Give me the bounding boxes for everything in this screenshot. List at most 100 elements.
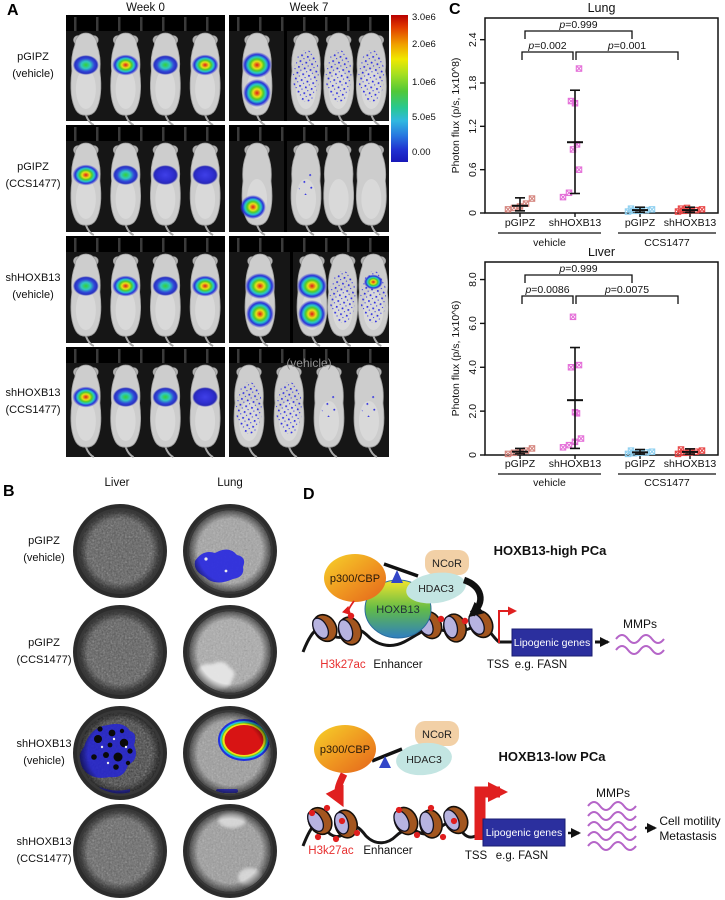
mouse xyxy=(189,142,221,236)
panel-a-week0-header: Week 0 xyxy=(126,2,165,14)
p-value-label: p=0.0075 xyxy=(604,284,649,296)
bioluminescence-signal xyxy=(72,164,100,186)
mouse xyxy=(189,32,221,126)
data-point xyxy=(567,364,575,371)
bioluminescence-signal xyxy=(152,165,179,185)
data-point xyxy=(559,193,567,201)
row-label-line: (vehicle) xyxy=(23,552,65,564)
row-label-line: (CCS1477) xyxy=(5,404,61,416)
p-value-label: p=0.999 xyxy=(558,19,597,31)
bioluminescence-signal xyxy=(358,50,385,102)
panel-c-label: C xyxy=(449,1,461,18)
organ-dish-image xyxy=(183,706,277,800)
row-label-line: (CCS1477) xyxy=(16,853,72,865)
panel-a-week7-header: Week 7 xyxy=(289,2,329,14)
bioluminescence-signal xyxy=(72,276,99,296)
error-bar xyxy=(512,447,528,455)
h3k27ac-mark xyxy=(347,612,355,620)
enhancer-label: Enhancer xyxy=(373,659,422,671)
y-tick-label: 8.0 xyxy=(467,272,479,287)
bioluminescence-signal xyxy=(361,393,377,417)
hoxb13-node-label: HOXB13 xyxy=(376,604,419,616)
p-value-label: p=0.0086 xyxy=(524,284,569,296)
mouse-bioluminescence-images xyxy=(66,15,389,458)
error-bar xyxy=(567,346,583,450)
condition-label: vehicle xyxy=(533,237,566,248)
mouse xyxy=(110,364,141,458)
significance-bracket xyxy=(524,274,633,283)
ncor-label: NCoR xyxy=(422,729,452,741)
h3k27ac-label: H3k27ac xyxy=(320,659,366,671)
bioluminescence-signal xyxy=(191,54,219,76)
chart-title: Lung xyxy=(588,1,616,15)
row-label-line: (CCS1477) xyxy=(16,654,72,666)
mouse xyxy=(273,364,305,458)
row-label-line: (vehicle) xyxy=(12,289,54,301)
panel-b-label: B xyxy=(3,483,15,500)
y-tick-label: 0 xyxy=(467,210,479,216)
organ-dish-image xyxy=(73,504,167,598)
nucleosome xyxy=(440,610,470,646)
data-point xyxy=(575,65,583,72)
bioluminescence-signal xyxy=(112,275,140,297)
nucleosome xyxy=(307,609,343,647)
plot-box xyxy=(484,17,719,214)
data-point xyxy=(575,166,583,173)
x-tick-label: pGIPZ xyxy=(625,458,656,470)
row-label-line: pGIPZ xyxy=(17,161,49,173)
bioluminescence-signal xyxy=(192,165,219,185)
mouse-image-panel xyxy=(229,125,389,236)
colorbar-tick: 0.00 xyxy=(412,147,431,158)
balance-fulcrum-icon xyxy=(379,756,391,768)
bioluminescence-signal xyxy=(152,55,179,75)
mouse xyxy=(150,142,181,236)
data-point xyxy=(698,447,706,454)
organ-dish-image xyxy=(73,706,167,800)
hoxb13-low-title: HOXB13-low PCa xyxy=(499,749,607,764)
x-tick-label: pGIPZ xyxy=(625,217,656,229)
bioluminescence-signal xyxy=(152,387,179,407)
data-point xyxy=(504,450,512,458)
hdac3-node xyxy=(406,572,466,604)
y-tick-label: 0.6 xyxy=(467,162,479,177)
repression-arrow xyxy=(462,576,485,618)
panel-a-row-label-3: shHOXB13 (vehicle) xyxy=(0,270,66,304)
mouse-image-panel xyxy=(66,347,225,458)
mouse xyxy=(323,142,354,236)
organ-dish-images xyxy=(73,504,277,898)
mouse xyxy=(290,32,322,126)
mouse xyxy=(356,142,387,236)
condition-label: CCS1477 xyxy=(644,477,690,488)
tss-label: TSS xyxy=(465,850,488,862)
bioluminescence-signal xyxy=(242,52,272,78)
mouse xyxy=(323,32,354,126)
bioluminescence-signal xyxy=(297,273,327,299)
y-tick-label: 1.8 xyxy=(467,76,479,91)
bioluminescence-signal xyxy=(363,274,383,290)
row-label-line: shHOXB13 xyxy=(16,836,72,848)
error-bar xyxy=(567,89,583,195)
acetylation-arrow xyxy=(341,600,355,616)
mouse xyxy=(240,142,273,236)
fasn-label: e.g. FASN xyxy=(515,659,567,671)
y-tick-label: 0 xyxy=(467,452,479,458)
organ-dish-image xyxy=(73,605,167,699)
significance-bracket xyxy=(575,51,679,60)
panel-a-row-label-4: shHOXB13 (CCS1477) xyxy=(0,385,66,419)
mouse xyxy=(189,364,221,458)
data-point xyxy=(528,445,536,452)
bioluminescence-signal xyxy=(191,275,219,297)
condition-label: vehicle xyxy=(533,477,566,488)
bioluminescence-signal xyxy=(240,195,266,219)
hdac3-label: HDAC3 xyxy=(406,754,442,766)
mouse xyxy=(353,364,385,458)
mouse-image-panel xyxy=(229,15,389,126)
data-point xyxy=(567,97,575,105)
mouse xyxy=(356,32,387,126)
bioluminescence-signal xyxy=(298,171,314,195)
significance-bracket xyxy=(524,30,633,39)
panel-b-lung-header: Lung xyxy=(217,477,243,489)
panel-b-row-label-3: shHOXB13 (vehicle) xyxy=(0,736,88,770)
